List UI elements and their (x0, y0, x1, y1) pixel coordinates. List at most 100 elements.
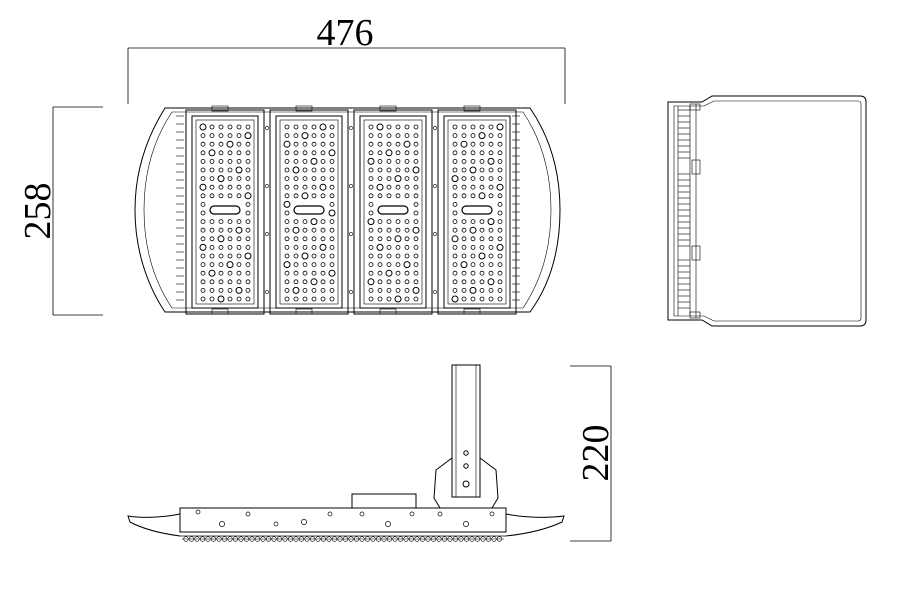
led (413, 262, 419, 268)
led (244, 252, 252, 260)
led (227, 227, 233, 233)
led (470, 279, 476, 285)
led (227, 244, 233, 250)
led (413, 201, 419, 207)
led (199, 183, 207, 191)
led (329, 158, 335, 164)
led (209, 176, 215, 182)
led (292, 226, 300, 234)
led (293, 244, 299, 250)
led (497, 201, 503, 207)
led (227, 133, 233, 139)
led (245, 184, 251, 190)
led (461, 253, 467, 259)
led (283, 261, 291, 269)
led (226, 140, 234, 148)
led-bump (485, 536, 492, 542)
led (302, 270, 308, 276)
led (377, 150, 383, 156)
led (209, 167, 215, 173)
led (497, 150, 503, 156)
led (245, 262, 251, 268)
led (329, 296, 335, 302)
led (236, 193, 242, 199)
led (227, 296, 233, 302)
led (218, 270, 224, 276)
led (218, 244, 224, 250)
led (302, 227, 308, 233)
led (227, 124, 233, 130)
led (395, 193, 401, 199)
side-view (667, 95, 867, 327)
module-screw (349, 126, 353, 130)
led (310, 278, 318, 286)
led (470, 253, 476, 259)
led (227, 193, 233, 199)
led (209, 141, 215, 147)
led (218, 227, 224, 233)
led-module (437, 105, 517, 315)
led (329, 201, 335, 207)
led-bump (414, 536, 420, 542)
led-bump (458, 536, 464, 542)
bottom-wing-right (505, 513, 565, 537)
led (311, 262, 317, 268)
led (487, 218, 495, 226)
led (329, 236, 335, 242)
bracket-hole-2 (463, 463, 469, 469)
led-bump (364, 536, 371, 542)
led (461, 184, 467, 190)
led (377, 296, 383, 302)
led (218, 167, 224, 173)
led (488, 244, 494, 250)
led (284, 270, 290, 276)
led (236, 270, 242, 276)
led (245, 219, 251, 225)
led (301, 252, 309, 260)
led (293, 193, 299, 199)
module-lens-plate (195, 119, 255, 305)
led (452, 133, 458, 139)
led (302, 150, 308, 156)
led (311, 193, 317, 199)
led (413, 184, 419, 190)
module-connector (377, 205, 409, 215)
led (200, 167, 206, 173)
led (452, 253, 458, 259)
module-connector (461, 205, 493, 215)
led (209, 279, 215, 285)
led (479, 158, 485, 164)
led (218, 287, 224, 293)
led-module (269, 105, 353, 315)
screw-hole (463, 521, 469, 527)
led (488, 176, 494, 182)
led (497, 296, 503, 302)
led (404, 193, 410, 199)
led (386, 227, 392, 233)
led (320, 167, 326, 173)
led-bump (298, 536, 305, 542)
led (227, 287, 233, 293)
led (488, 287, 494, 293)
led (245, 150, 251, 156)
bracket-ear-left (433, 457, 453, 509)
led (320, 262, 326, 268)
led (227, 279, 233, 285)
led (320, 193, 326, 199)
screw-hole (301, 519, 307, 525)
led (368, 124, 374, 130)
led-bump (436, 536, 442, 542)
module-tab-bottom (295, 308, 313, 315)
bracket-ear-right (479, 457, 499, 509)
led (404, 287, 410, 293)
led (497, 253, 503, 259)
led (413, 253, 419, 259)
led (413, 133, 419, 139)
led (245, 279, 251, 285)
module-inner-frame (191, 115, 259, 309)
led (470, 184, 476, 190)
led (377, 133, 383, 139)
led-bump (392, 536, 398, 542)
led (497, 141, 503, 147)
